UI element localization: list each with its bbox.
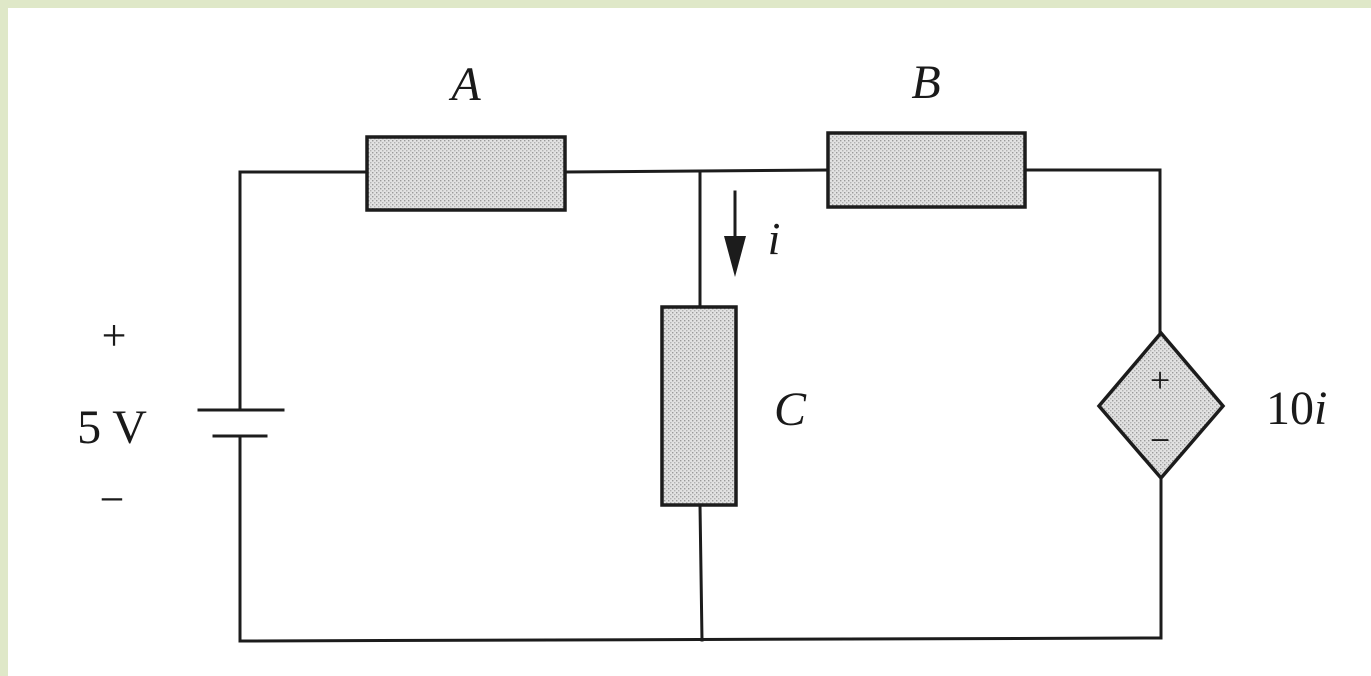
- label-resistor-a: A: [448, 58, 481, 111]
- wire-b-to-right: [1023, 168, 1162, 335]
- label-resistor-b: B: [911, 56, 940, 109]
- label-source-plus: +: [102, 311, 127, 360]
- label-current: i: [768, 213, 781, 264]
- wire-left-top: [238, 170, 369, 412]
- label-dep-minus: −: [1150, 420, 1170, 460]
- dependent-source-diamond: [1096, 330, 1226, 481]
- battery-symbol: [197, 408, 285, 438]
- resistor-a: [365, 135, 567, 212]
- label-source-minus: −: [100, 475, 125, 524]
- wires: [238, 168, 1163, 643]
- dep-coef-text: 10: [1266, 382, 1314, 435]
- resistor-b: [826, 131, 1027, 209]
- wire-a-to-b: [563, 168, 830, 174]
- current-arrow: [724, 190, 746, 277]
- diagram-frame: A B C i + 5 V − + − 10i: [8, 8, 1371, 676]
- label-dependent-source: 10i: [1266, 382, 1327, 435]
- resistor-c: [660, 305, 738, 507]
- dep-var-text: i: [1314, 382, 1327, 435]
- label-resistor-c: C: [774, 383, 807, 436]
- wire-bottom: [238, 434, 1163, 643]
- circuit-diagram: A B C i + 5 V − + − 10i: [77, 56, 1327, 643]
- label-source-value: 5 V: [77, 401, 147, 454]
- label-dep-plus: +: [1150, 360, 1170, 400]
- wire-middle-bottom: [698, 503, 704, 642]
